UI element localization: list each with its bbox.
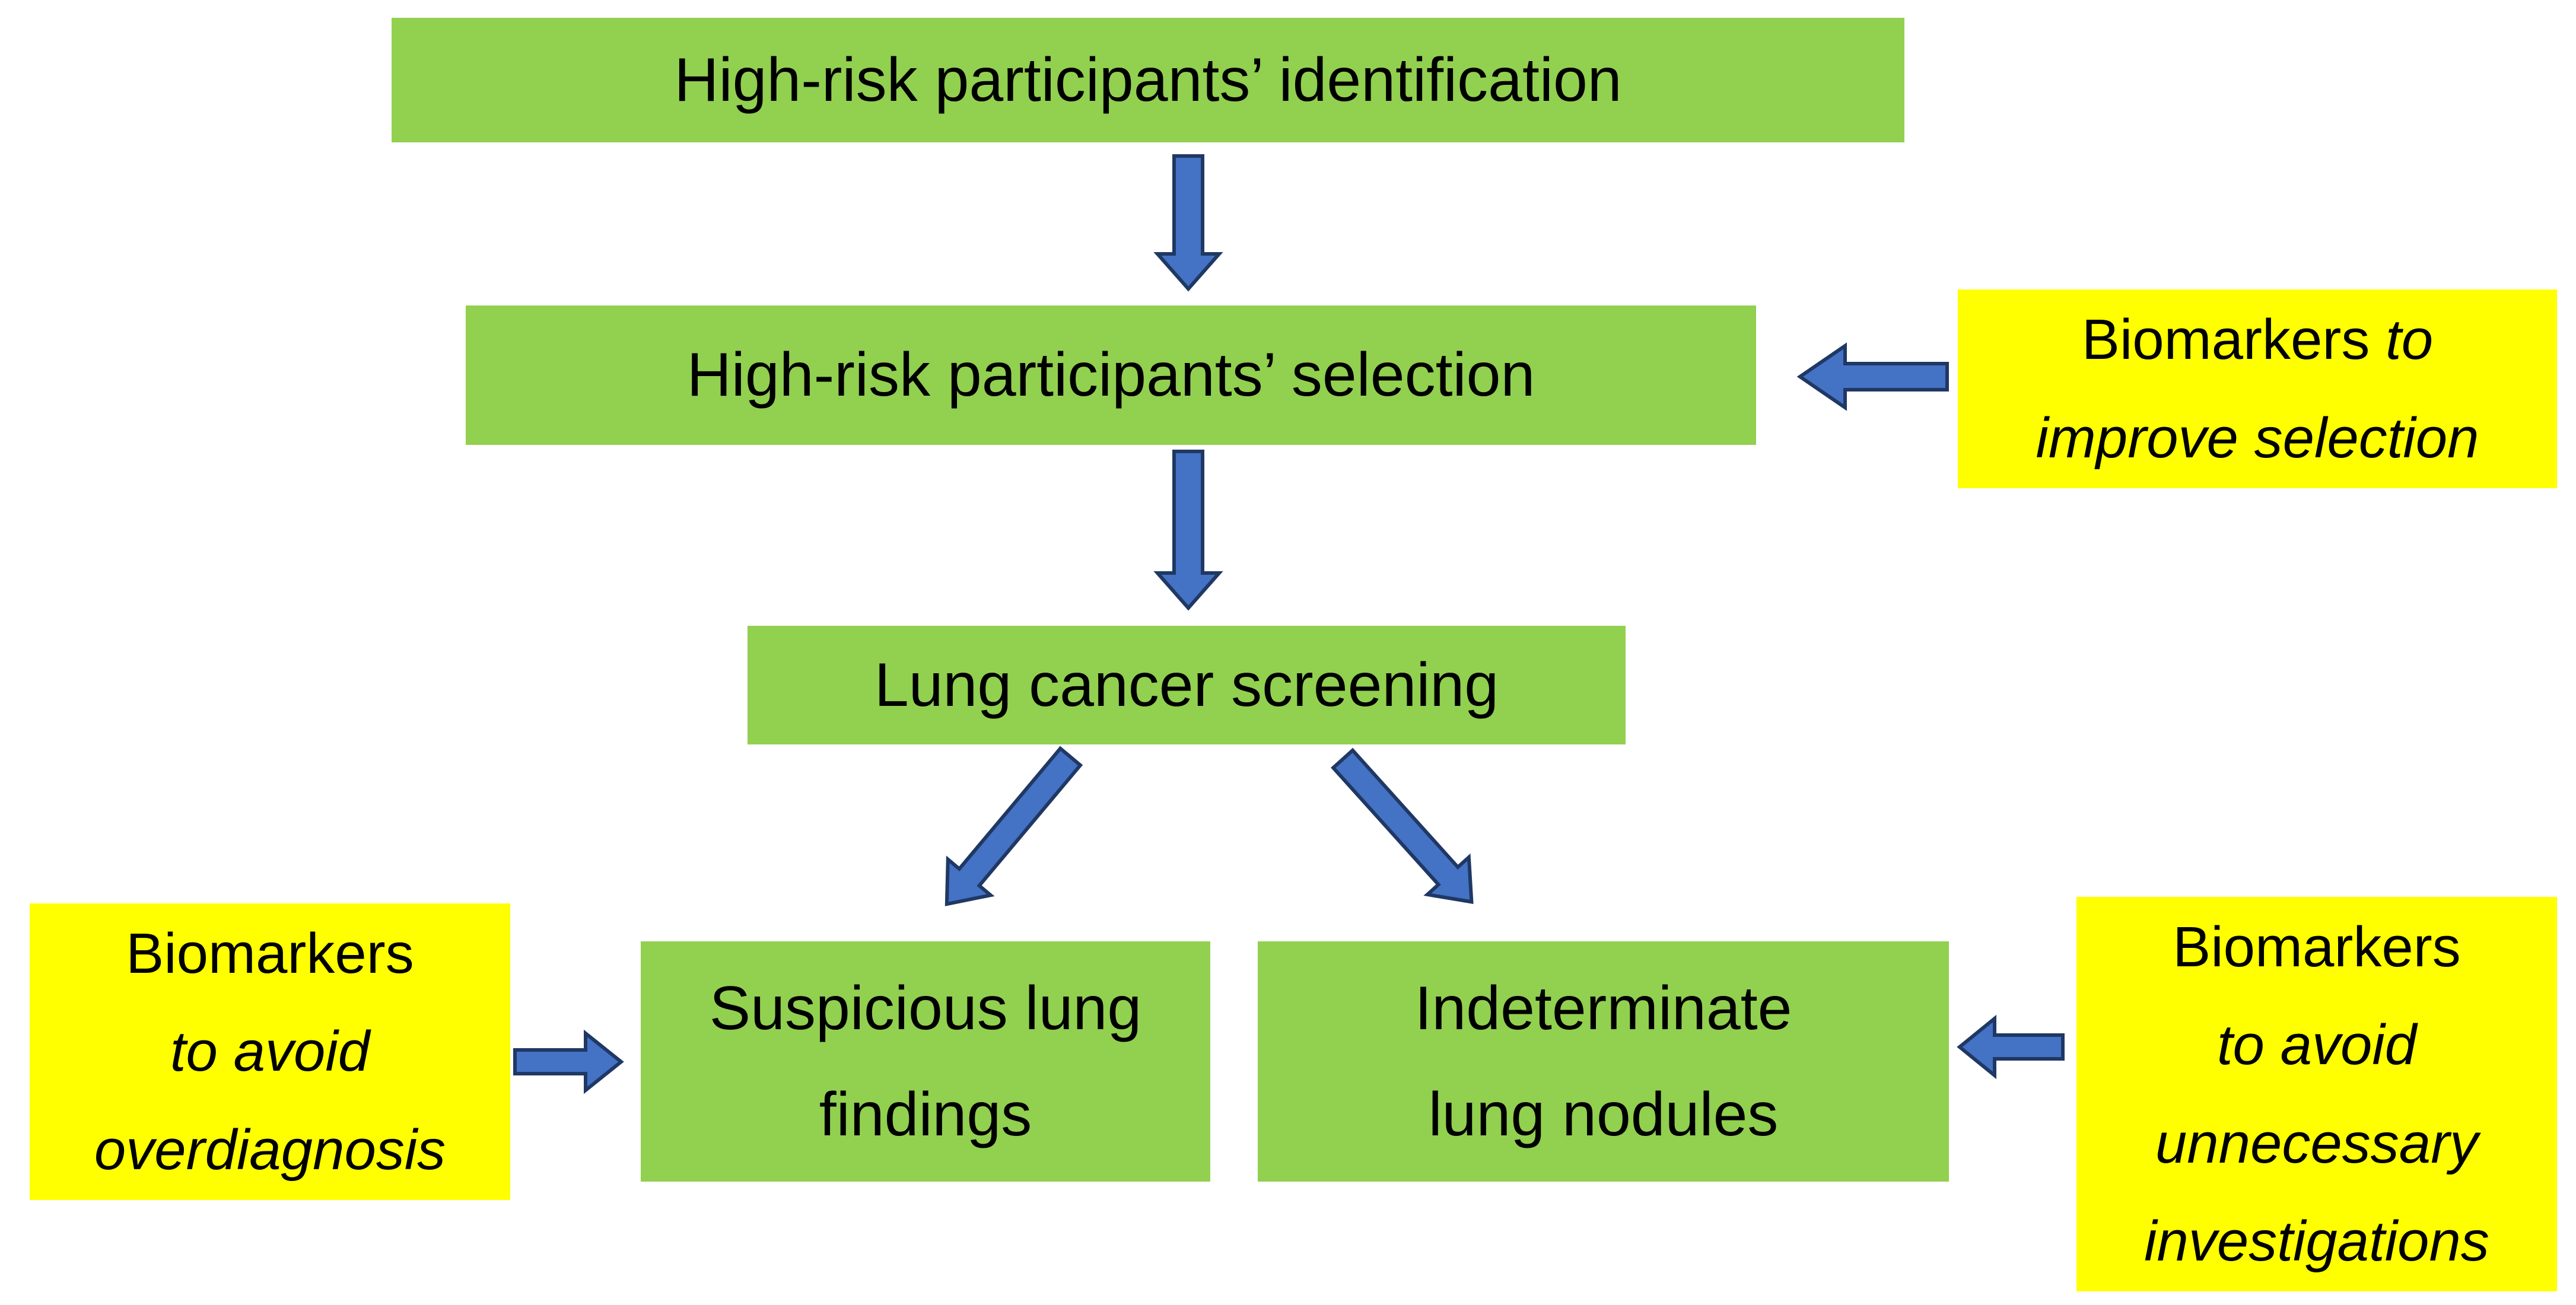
left-arrow-icon <box>1796 342 1949 411</box>
arrow-left-biomarkers-to-selection <box>1796 342 1949 411</box>
biomarkers-investigations-line2: to avoid <box>2216 1013 2417 1077</box>
box-lung-cancer-screening: Lung cancer screening <box>748 626 1626 744</box>
biomarkers-investigations-line1: Biomarkers <box>2173 915 2461 979</box>
left-arrow-icon <box>1957 1014 2065 1080</box>
arrow-left-biomarkers-to-indeterminate <box>1957 1014 2065 1080</box>
box-suspicious-line1: Suspicious lung <box>709 973 1142 1043</box>
biomarkers-overdiagnosis-line1: Biomarkers <box>126 922 414 986</box>
arrow-down-identification-to-selection <box>1153 154 1223 292</box>
box-high-risk-identification-label: High-risk participants’ identification <box>674 45 1622 114</box>
down-arrow-icon <box>1153 154 1223 292</box>
box-high-risk-identification: High-risk participants’ identification <box>392 18 1904 142</box>
biomarkers-improve-selection-run-italic: to <box>2386 308 2434 372</box>
down-right-arrow-icon <box>1331 747 1474 904</box>
box-high-risk-selection-label: High-risk participants’ selection <box>686 340 1535 410</box>
arrow-diagonal-screening-to-indeterminate <box>1319 738 1494 923</box>
box-suspicious-line2: findings <box>819 1080 1032 1149</box>
box-indeterminate-line2: lung nodules <box>1428 1080 1779 1149</box>
biomarkers-investigations-line3: unnecessary <box>2155 1111 2479 1175</box>
box-biomarkers-avoid-overdiagnosis: Biomarkers to avoid overdiagnosis <box>30 903 510 1200</box>
box-lung-cancer-screening-label: Lung cancer screening <box>874 650 1499 720</box>
biomarkers-overdiagnosis-line3: overdiagnosis <box>94 1118 446 1182</box>
box-biomarkers-improve-selection: Biomarkers to improve selection <box>1958 289 2557 488</box>
box-indeterminate-lung-nodules: Indeterminate lung nodules <box>1258 941 1949 1182</box>
down-left-arrow-icon <box>944 746 1083 906</box>
arrow-down-selection-to-screening <box>1153 450 1223 611</box>
biomarkers-improve-selection-run-regular: Biomarkers <box>2081 308 2386 372</box>
biomarkers-overdiagnosis-line2: to avoid <box>170 1020 370 1084</box>
arrow-diagonal-screening-to-suspicious <box>923 736 1095 924</box>
right-arrow-icon <box>513 1029 624 1094</box>
box-high-risk-selection: High-risk participants’ selection <box>466 305 1756 445</box>
biomarkers-improve-selection-line2: improve selection <box>2036 406 2479 470</box>
arrow-right-biomarkers-to-suspicious <box>513 1029 624 1094</box>
box-indeterminate-line1: Indeterminate <box>1414 973 1792 1043</box>
biomarkers-investigations-line4: investigations <box>2144 1209 2489 1273</box>
box-biomarkers-avoid-investigations: Biomarkers to avoid unnecessary investig… <box>2076 897 2557 1291</box>
down-arrow-icon <box>1153 450 1223 611</box>
box-suspicious-lung-findings: Suspicious lung findings <box>641 941 1210 1182</box>
biomarkers-improve-selection-line1: Biomarkers to <box>2082 291 2433 389</box>
